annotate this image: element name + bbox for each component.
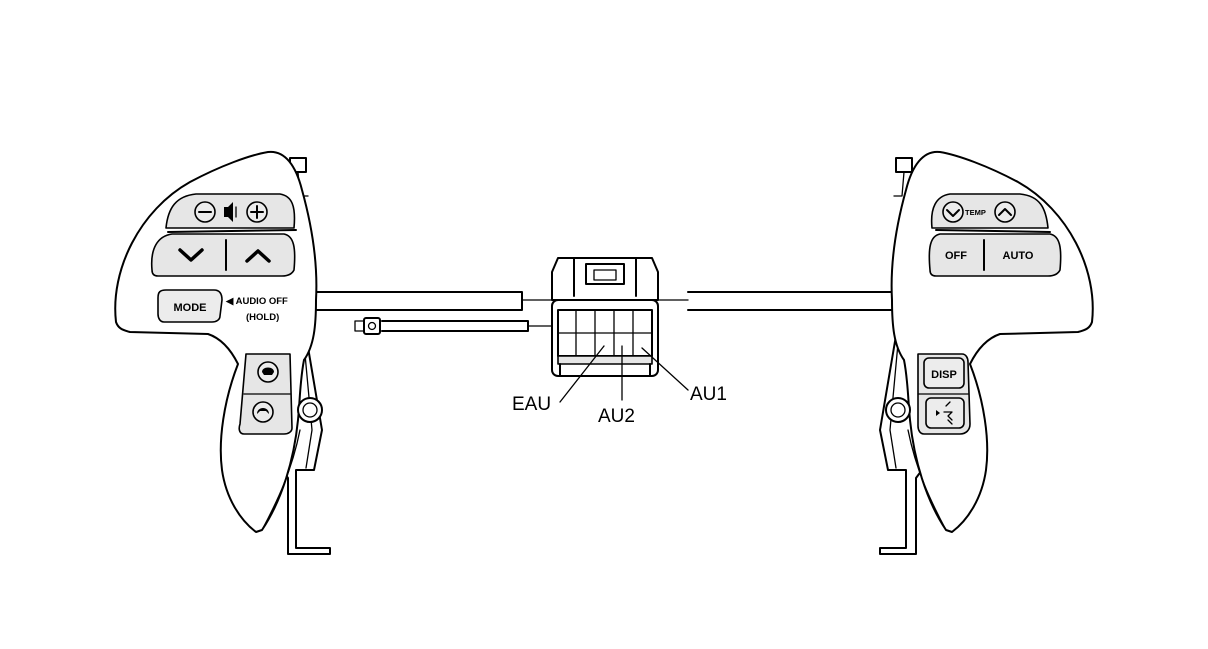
switch-connector: [551, 257, 659, 377]
terminal-label-eau: EAU: [512, 394, 551, 415]
ac-off-label: OFF: [945, 250, 967, 262]
audio-off-note: ◀ AUDIO OFF: [225, 296, 288, 307]
phone-on-hook-button[interactable]: [252, 401, 274, 423]
ac-auto-button[interactable]: AUTO: [1003, 250, 1034, 262]
disp-button-label: DISP: [931, 369, 957, 381]
terminal-leaders: [559, 345, 689, 403]
mode-button[interactable]: MODE: [157, 289, 223, 323]
ac-off-button[interactable]: OFF: [945, 250, 967, 262]
disp-button[interactable]: DISP: [923, 357, 965, 389]
seek-up-button[interactable]: [245, 249, 271, 263]
phone-off-hook-button[interactable]: [257, 361, 279, 383]
mode-button-label: MODE: [174, 302, 207, 314]
voice-icon: [936, 401, 953, 425]
temp-down-button[interactable]: [942, 201, 964, 223]
volume-up-button[interactable]: [246, 201, 268, 223]
seek-down-button[interactable]: [178, 248, 204, 262]
right-steering-pad-switch: [879, 150, 1094, 555]
speaker-icon: [224, 202, 237, 222]
left-steering-pad-switch: [114, 150, 331, 555]
terminal-label-au2: AU2: [598, 406, 635, 427]
volume-down-button[interactable]: [194, 201, 216, 223]
temp-up-button[interactable]: [994, 201, 1016, 223]
voice-command-button[interactable]: [925, 397, 965, 429]
ac-auto-label: AUTO: [1003, 250, 1034, 262]
hold-note: (HOLD): [246, 312, 279, 323]
temp-label: TEMP: [965, 208, 986, 217]
terminal-label-au1: AU1: [690, 384, 727, 405]
